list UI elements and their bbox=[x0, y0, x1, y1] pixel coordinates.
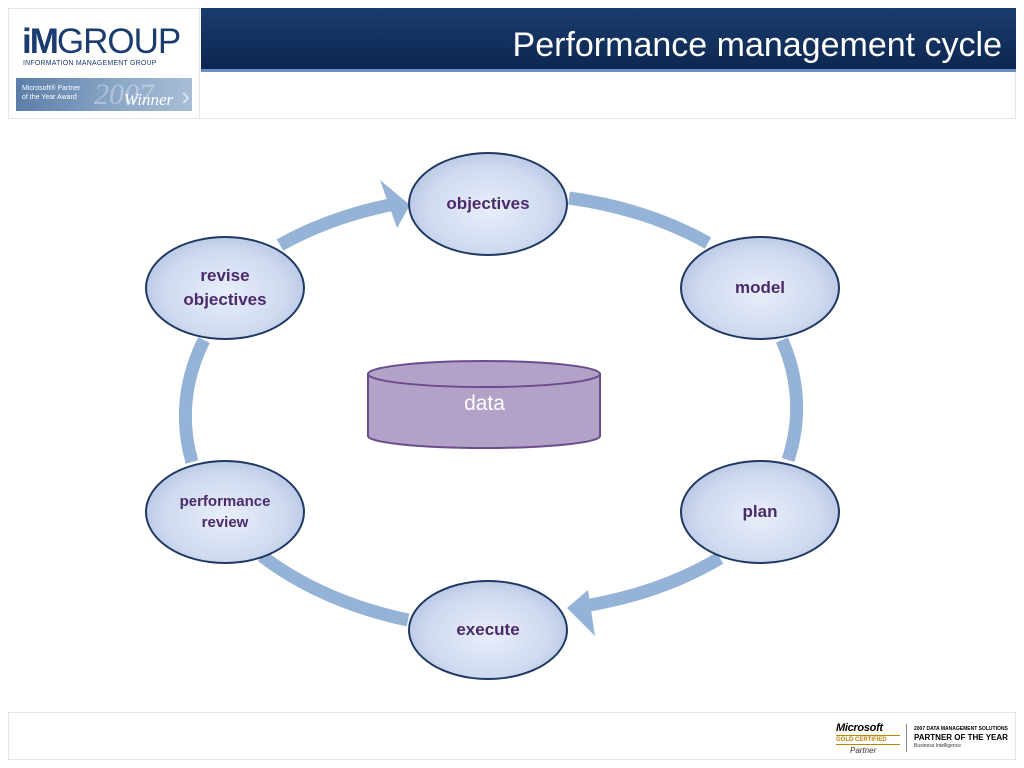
cycle-arrow-head-top bbox=[380, 180, 410, 228]
node-revise-objectives: revise objectives bbox=[145, 236, 305, 340]
cylinder-body bbox=[367, 373, 601, 449]
award-text: Microsoft® Partner of the Year Award bbox=[22, 84, 80, 102]
node-label-line-1: performance bbox=[179, 493, 271, 510]
node-label: performance review bbox=[180, 491, 271, 533]
award-year: 2007 bbox=[94, 78, 154, 111]
node-execute: execute bbox=[408, 580, 568, 680]
cycle-arrow-head-bottom bbox=[567, 590, 595, 636]
logo-group-text: GROUP bbox=[56, 22, 181, 61]
company-logo-area: iMGROUP INFORMATION MANAGEMENT GROUP 200… bbox=[8, 8, 200, 119]
poy-line-2: PARTNER OF THE YEAR bbox=[914, 733, 1008, 742]
cycle-arrows bbox=[178, 180, 804, 636]
chevron-right-icon: › bbox=[181, 81, 190, 111]
poy-line-1: 2007 DATA MANAGEMENT SOLUTIONS bbox=[914, 726, 1008, 732]
cycle-arrow-arc bbox=[178, 337, 210, 464]
data-store-label: data bbox=[464, 392, 505, 415]
logo-im-text: iM bbox=[22, 22, 59, 61]
node-model: model bbox=[680, 236, 840, 340]
node-label: model bbox=[734, 278, 786, 297]
cycle-arrow-arc bbox=[588, 552, 724, 612]
node-label-line-1: revise bbox=[200, 266, 250, 285]
node-label-line-2: review bbox=[201, 514, 249, 531]
partner-of-year-badge: 2007 DATA MANAGEMENT SOLUTIONS PARTNER O… bbox=[914, 726, 1014, 749]
cycle-arrow-arc bbox=[776, 337, 804, 463]
logo-subtitle: INFORMATION MANAGEMENT GROUP bbox=[23, 60, 157, 67]
page-title: Performance management cycle bbox=[512, 26, 1002, 64]
node-label: revise objectives bbox=[183, 264, 266, 312]
award-badge: 2007 Microsoft® Partner of the Year Awar… bbox=[16, 78, 192, 111]
node-objectives: objectives bbox=[408, 152, 568, 256]
node-label: plan bbox=[742, 502, 778, 521]
cycle-arrow-arc bbox=[276, 196, 402, 251]
footer-divider bbox=[906, 724, 907, 752]
cycle-arrow-arc bbox=[258, 550, 410, 627]
award-winner: Winner bbox=[124, 90, 174, 109]
footer-frame bbox=[8, 712, 1016, 760]
node-label-line-2: objectives bbox=[183, 290, 267, 309]
company-logo: iMGROUP bbox=[22, 22, 181, 61]
data-cylinder bbox=[367, 360, 601, 449]
microsoft-wordmark: Microsoft bbox=[836, 722, 883, 734]
node-label: objectives bbox=[446, 194, 530, 213]
microsoft-gold-partner-logo: Microsoft GOLD CERTIFIED Partner bbox=[836, 722, 900, 755]
award-line-2: of the Year Award bbox=[22, 94, 77, 101]
gold-certified-label: GOLD CERTIFIED bbox=[836, 735, 900, 745]
poy-line-3: Business Intelligence bbox=[914, 743, 961, 749]
node-label: execute bbox=[456, 620, 520, 639]
node-plan: plan bbox=[680, 460, 840, 564]
title-bar: Performance management cycle bbox=[201, 8, 1016, 72]
cylinder-top bbox=[367, 360, 601, 388]
cycle-arrow-arc bbox=[568, 191, 712, 249]
award-line-1: Microsoft® Partner bbox=[22, 85, 81, 92]
node-performance-review: performance review bbox=[145, 460, 305, 564]
partner-label: Partner bbox=[850, 746, 877, 755]
